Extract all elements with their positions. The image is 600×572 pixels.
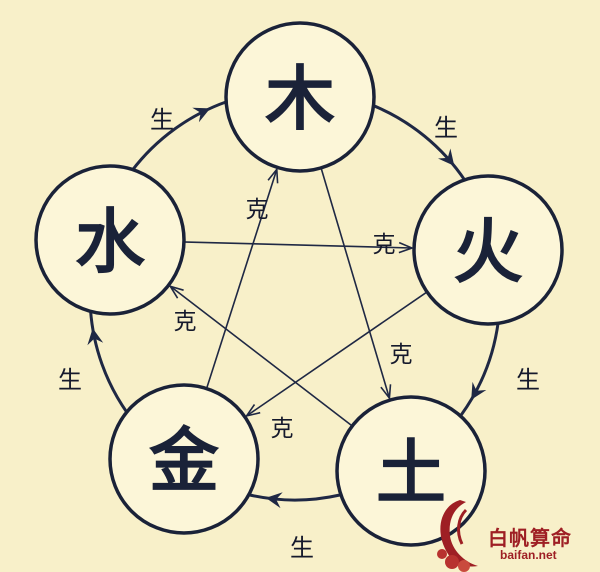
element-nodes: 木火土 金 水 <box>34 21 564 547</box>
node-water: 水 <box>34 164 186 316</box>
generating-label: 生 <box>516 366 540 394</box>
watermark: 白帆算命 baifan.net <box>430 492 600 572</box>
generating-label: 生 <box>58 366 82 394</box>
controlling-arrowhead-water <box>168 284 184 299</box>
generating-label: 生 <box>290 534 314 562</box>
node-label: 水 <box>75 201 146 283</box>
controlling-star <box>168 165 430 428</box>
controlling-label: 克 <box>246 197 269 223</box>
generating-label: 生 <box>150 106 174 134</box>
generating-arrowhead-fire <box>438 148 455 166</box>
generating-arrowhead-metal <box>265 492 283 509</box>
generating-arrowhead-wood <box>192 107 211 123</box>
generating-arc-metal-water <box>89 309 129 414</box>
generating-arrowhead-earth <box>471 381 487 400</box>
node-wood: 木 <box>224 21 376 173</box>
controlling-line-water-fire <box>181 241 413 249</box>
controlling-arrowhead-earth <box>380 384 392 401</box>
node-circle <box>108 383 260 535</box>
node-label: 土 <box>376 432 446 514</box>
node-circle <box>34 164 186 316</box>
controlling-line-wood-earth <box>319 165 391 399</box>
controlling-label: 克 <box>174 309 197 335</box>
controlling-line-fire-metal <box>246 290 430 417</box>
controlling-line-earth-water <box>169 285 355 428</box>
watermark-url: baifan.net <box>500 548 557 562</box>
controlling-arrowhead-fire <box>398 241 415 254</box>
generating-arrowhead-water <box>87 328 104 346</box>
node-metal: 金 <box>108 383 260 535</box>
generating-label: 生 <box>434 114 458 142</box>
controlling-label: 克 <box>373 232 396 258</box>
generating-arc-water-wood <box>130 100 228 172</box>
generating-arc-earth-metal <box>247 493 341 502</box>
generating-arc-fire-earth <box>459 322 500 416</box>
controlling-arrowhead-wood <box>267 167 279 184</box>
node-label: 金 <box>148 420 220 502</box>
node-circle <box>224 21 376 173</box>
controlling-label: 克 <box>390 342 413 368</box>
seal-icon <box>437 500 478 572</box>
node-fire: 火 <box>412 174 564 326</box>
watermark-title: 白帆算命 <box>488 526 572 550</box>
generating-ring <box>87 100 500 509</box>
generating-arc-wood-fire <box>371 103 467 182</box>
node-circle <box>412 174 564 326</box>
controlling-line-metal-wood <box>205 169 278 391</box>
node-label: 木 <box>265 58 335 140</box>
controlling-arrowhead-metal <box>244 404 261 418</box>
controlling-label: 克 <box>271 416 294 442</box>
node-label: 火 <box>453 211 523 293</box>
